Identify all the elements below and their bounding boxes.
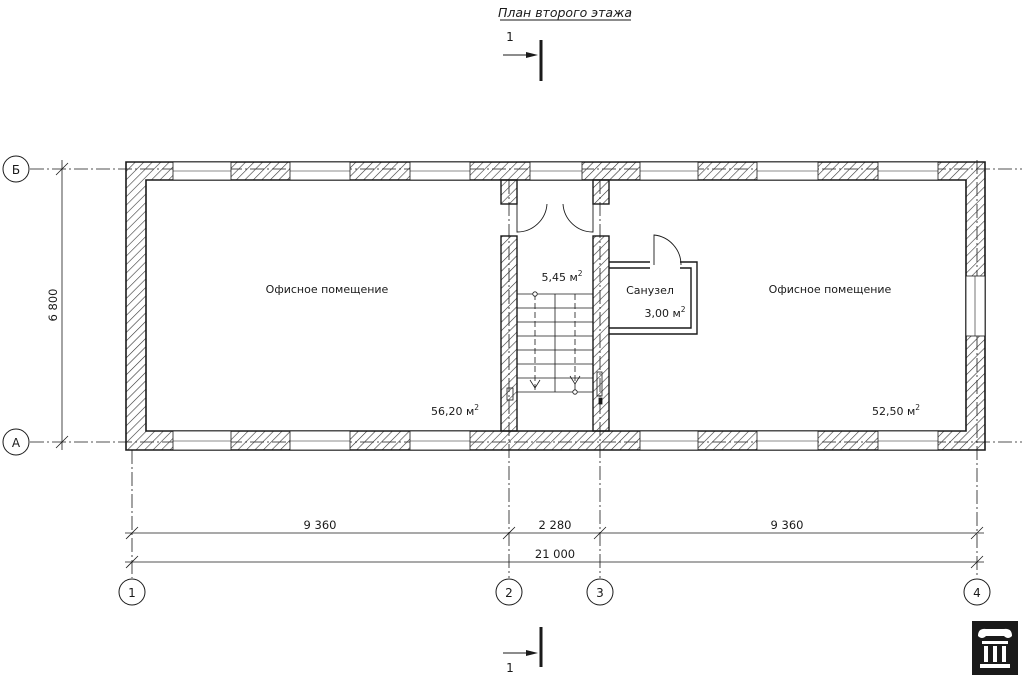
room-area-office-left: 56,20 м2 [431,403,479,418]
dimension-total: 21 000 [535,547,575,561]
room-area-office-right: 52,50 м2 [872,403,920,418]
dimension-span-2: 2 280 [539,518,572,532]
room-name-office-left: Офисное помещение [266,283,389,296]
window-glazing-lines [173,170,976,442]
svg-text:1: 1 [506,661,514,675]
axis-bubble-2: 2 [495,578,523,606]
room-name-wc: Санузел [626,284,674,297]
dimension-span-1: 9 360 [304,518,337,532]
svg-text:3: 3 [596,586,604,600]
stair [506,291,603,405]
section-marker-top: 1 [503,30,543,81]
svg-text:1: 1 [128,586,136,600]
room-name-office-right: Офисное помещение [769,283,892,296]
svg-text:Б: Б [12,163,20,177]
axis-bubble-4: 4 [963,578,991,606]
svg-text:4: 4 [973,586,981,600]
plan-title: План второго этажа [498,5,632,20]
svg-text:1: 1 [506,30,514,44]
windows [172,161,986,451]
dimension-chain [125,526,984,569]
wc-walls [609,261,698,335]
section-marker-bottom: 1 [503,627,543,675]
axis-bubble-a: А [2,428,30,456]
axis-bubble-1: 1 [118,578,146,606]
doors [516,203,682,266]
axis-bubble-3: 3 [586,578,614,606]
axis-lines-horizontal [30,168,1022,443]
dimension-height-label: 6 800 [46,289,60,322]
axis-lines-vertical [131,160,978,578]
room-area-wc: 3,00 м2 [644,305,685,320]
interior-walls [500,179,610,432]
room-area-stair: 5,45 м2 [541,269,582,284]
outer-walls [125,161,986,451]
svg-text:А: А [12,436,21,450]
column-capital-logo [972,621,1018,675]
axis-bubble-b: Б [2,155,30,183]
svg-text:2: 2 [505,586,513,600]
dimension-span-3: 9 360 [771,518,804,532]
dimension-height [55,160,69,450]
